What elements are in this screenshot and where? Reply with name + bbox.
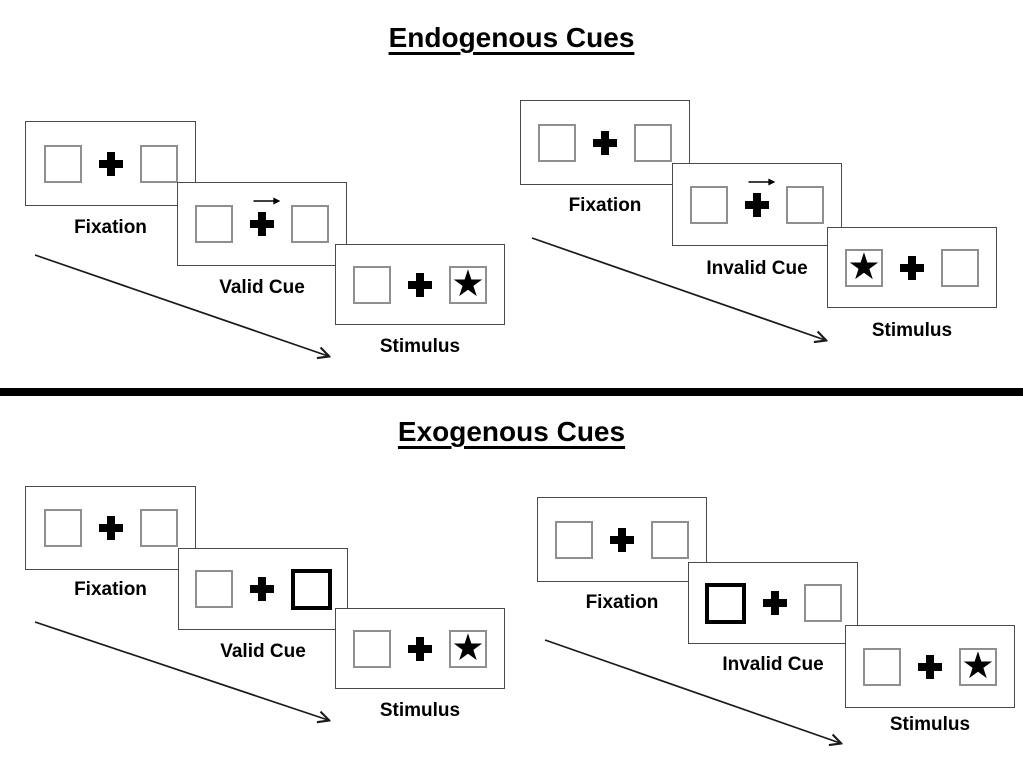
endo-invalid-fixation-panel xyxy=(520,100,690,185)
panel-label-valid-cue: Valid Cue xyxy=(219,277,305,298)
fixation-cross-icon xyxy=(762,591,787,615)
exo-valid-stimulus-panel: ★ xyxy=(335,608,505,689)
right-box: ★ xyxy=(959,644,997,686)
right-box: ★ xyxy=(449,626,487,668)
left-box xyxy=(353,629,391,668)
left-box xyxy=(353,265,391,304)
left-box xyxy=(863,647,901,686)
fixation-cross-icon xyxy=(98,516,123,540)
left-box xyxy=(43,509,82,547)
fixation-cross-icon xyxy=(610,527,634,552)
section-divider xyxy=(0,388,1023,396)
exo-valid-fixation-panel xyxy=(25,486,196,570)
fixation-cross-icon xyxy=(249,577,274,601)
fixation-cross-icon xyxy=(408,272,432,297)
section-title-exogenous: Exogenous Cues xyxy=(397,416,626,447)
right-box xyxy=(139,144,178,183)
star-stimulus-icon: ★ xyxy=(961,644,995,686)
right-box xyxy=(139,509,178,547)
right-box: ★ xyxy=(449,262,487,304)
fixation-cross-icon xyxy=(900,255,924,280)
fixation-cross-icon xyxy=(98,151,123,176)
panel-label-fixation: Fixation xyxy=(74,217,147,238)
left-box xyxy=(690,185,728,224)
exo-invalid-stimulus-panel: ★ xyxy=(845,625,1015,708)
fixation-cross-icon xyxy=(250,197,281,236)
fixation-cross-icon xyxy=(745,178,776,217)
fixation-cross-icon xyxy=(408,636,432,661)
cue-arrow-icon xyxy=(748,178,776,185)
panel-label-fixation: Fixation xyxy=(74,579,147,600)
exo-valid-cue-panel xyxy=(178,548,348,630)
panel-label-valid-cue: Valid Cue xyxy=(220,641,306,662)
right-box xyxy=(786,185,824,224)
star-stimulus-icon: ★ xyxy=(847,245,881,287)
star-stimulus-icon: ★ xyxy=(451,626,485,668)
fixation-cross-icon xyxy=(918,654,942,679)
left-box xyxy=(195,205,233,243)
panel-label-stimulus: Stimulus xyxy=(379,336,461,357)
panel-label-stimulus: Stimulus xyxy=(889,714,971,735)
left-box xyxy=(43,144,82,183)
cue-arrow-icon xyxy=(253,197,281,205)
right-box xyxy=(941,248,979,287)
timeline-arrow-endo-invalid xyxy=(531,237,825,340)
left-box: ★ xyxy=(845,245,883,287)
right-box xyxy=(803,584,842,622)
endo-valid-stimulus-panel: ★ xyxy=(335,244,505,325)
panel-label-invalid-cue: Invalid Cue xyxy=(706,258,808,279)
right-box xyxy=(291,205,329,243)
endo-valid-fixation-panel xyxy=(25,121,196,206)
left-box xyxy=(555,520,593,559)
panel-label-fixation: Fixation xyxy=(568,195,642,216)
left-box xyxy=(538,123,576,162)
fixation-cross-icon xyxy=(593,130,617,155)
section-title-endogenous: Endogenous Cues xyxy=(388,22,635,53)
panel-label-fixation: Fixation xyxy=(585,592,659,613)
left-box xyxy=(194,570,233,608)
endo-invalid-cue-panel xyxy=(672,163,842,246)
timeline-arrow-endo-valid xyxy=(34,254,328,356)
timeline-arrow-exo-valid xyxy=(34,621,328,720)
panel-label-invalid-cue: Invalid Cue xyxy=(722,654,824,675)
right-box xyxy=(634,123,672,162)
exo-invalid-cue-panel xyxy=(688,562,858,644)
panel-label-stimulus: Stimulus xyxy=(379,700,461,721)
right-box-brightened-cue xyxy=(290,568,332,610)
star-stimulus-icon: ★ xyxy=(451,262,485,304)
panel-label-stimulus: Stimulus xyxy=(871,320,953,341)
endo-invalid-stimulus-panel: ★ xyxy=(827,227,997,308)
left-box-brightened-cue xyxy=(704,582,746,624)
exo-invalid-fixation-panel xyxy=(537,497,707,582)
endo-valid-cue-panel xyxy=(177,182,347,266)
right-box xyxy=(651,520,689,559)
